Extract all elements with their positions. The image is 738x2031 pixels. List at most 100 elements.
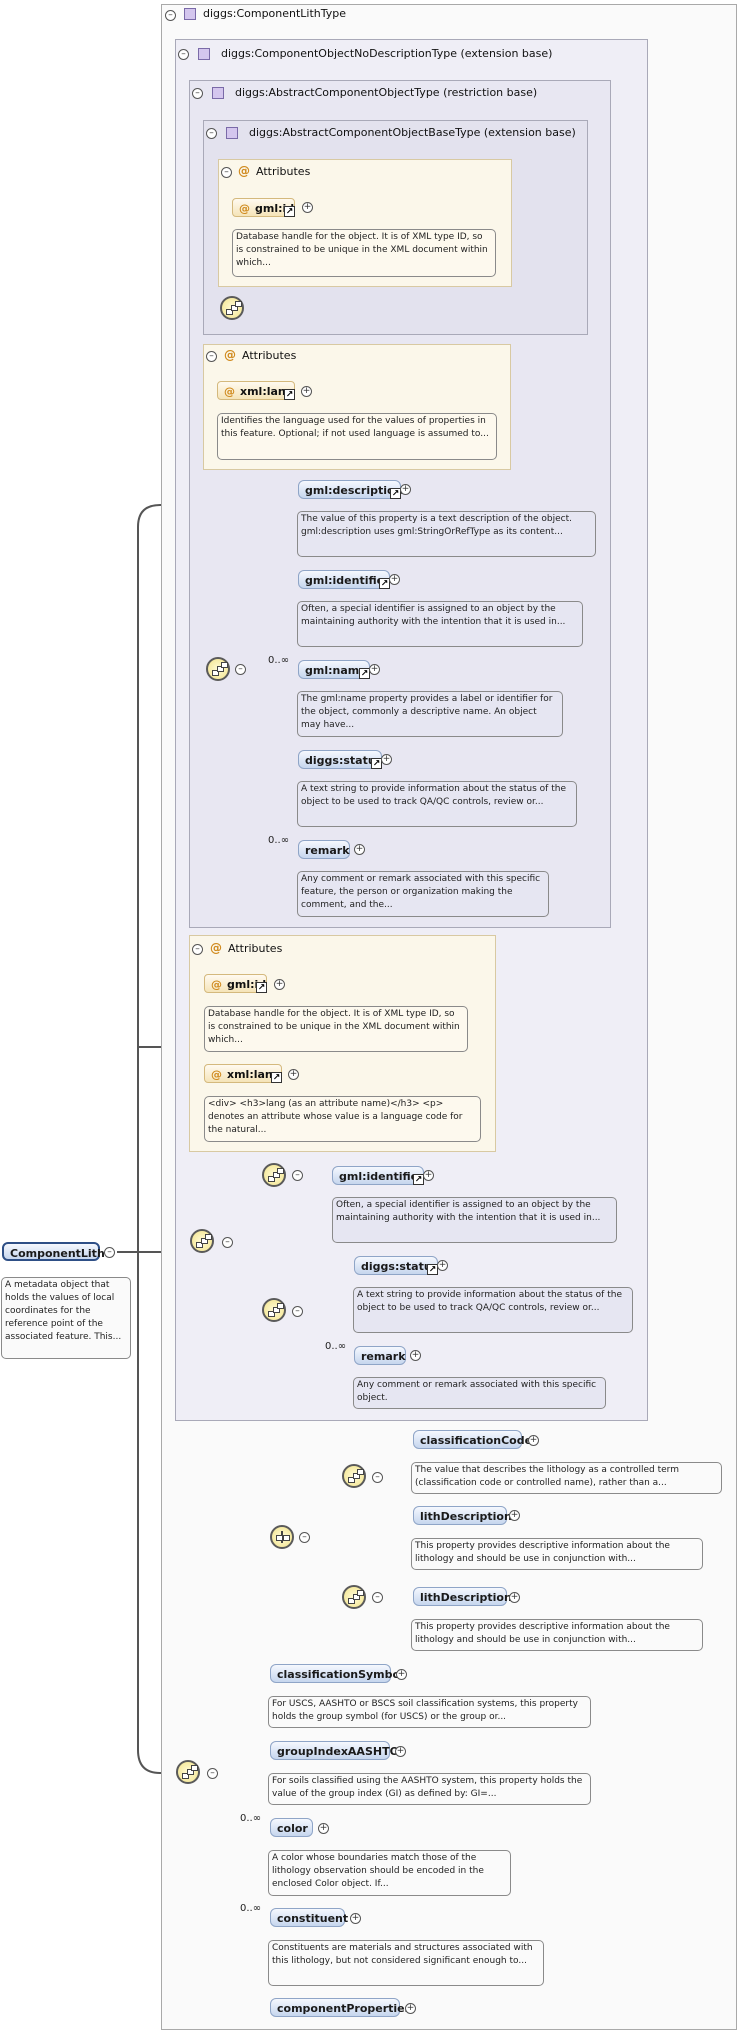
collapse-attributes-icon[interactable]: – — [206, 351, 217, 362]
sequence-compositor-icon[interactable] — [262, 1163, 286, 1187]
expand-icon[interactable]: + — [509, 1510, 520, 1521]
expand-icon[interactable]: + — [389, 574, 400, 585]
expand-icon[interactable]: + — [528, 1435, 539, 1446]
base-type-title: diggs:AbstractComponentObjectBaseType (e… — [249, 126, 576, 139]
element-diggs-status[interactable]: diggs:status ↗ — [298, 750, 382, 769]
attribute-description: <div> <h3>lang (as an attribute name)</h… — [204, 1096, 481, 1142]
collapse-restriction-icon[interactable]: – — [192, 88, 203, 99]
root-element-componentlith[interactable]: ComponentLith — [2, 1242, 105, 1261]
collapse-attributes-icon[interactable]: – — [192, 944, 203, 955]
element-lithdescription[interactable]: lithDescription — [413, 1587, 512, 1606]
element-componentproperties[interactable]: componentProperties — [270, 1998, 411, 2017]
expand-icon[interactable]: + — [350, 1913, 361, 1924]
complex-type-icon — [226, 127, 238, 139]
sequence-compositor-icon[interactable] — [206, 657, 230, 681]
collapse-type-icon[interactable]: – — [165, 10, 176, 21]
expand-icon[interactable]: + — [381, 754, 392, 765]
complex-type-icon — [184, 8, 196, 20]
expand-icon[interactable]: + — [302, 202, 313, 213]
element-label: gml:identifier — [339, 1170, 424, 1183]
element-label: constituent — [277, 1912, 349, 1925]
element-description: For USCS, AASHTO or BSCS soil classifica… — [268, 1696, 591, 1728]
expand-icon[interactable]: + — [423, 1170, 434, 1181]
attribute-gml-id[interactable]: @gml:id ↗ — [204, 974, 267, 993]
element-label: classificationSymbol — [277, 1668, 404, 1681]
collapse-sequence-icon[interactable]: – — [372, 1592, 383, 1603]
element-description: A color whose boundaries match those of … — [268, 1850, 511, 1896]
attribute-icon: @ — [238, 164, 250, 178]
element-remark[interactable]: remark — [354, 1346, 406, 1365]
collapse-sequence-icon[interactable]: – — [207, 1768, 218, 1779]
sequence-compositor-icon[interactable] — [262, 1298, 286, 1322]
element-description: A text string to provide information abo… — [353, 1287, 633, 1333]
expand-icon[interactable]: + — [288, 1069, 299, 1080]
sequence-compositor-icon[interactable] — [342, 1585, 366, 1609]
sequence-compositor-icon[interactable] — [190, 1229, 214, 1253]
element-remark[interactable]: remark — [298, 840, 350, 859]
expand-icon[interactable]: + — [509, 1592, 520, 1603]
element-classificationcode[interactable]: classificationCode — [413, 1430, 532, 1449]
reference-arrow-icon: ↗ — [284, 389, 295, 400]
element-constituent[interactable]: constituent — [270, 1908, 349, 1927]
element-gml-description[interactable]: gml:description ↗ — [298, 480, 402, 499]
sequence-compositor-icon[interactable] — [176, 1760, 200, 1784]
element-description: A text string to provide information abo… — [297, 781, 577, 827]
collapse-sequence-icon[interactable]: – — [235, 664, 246, 675]
restriction-type-title: diggs:AbstractComponentObjectType (restr… — [235, 86, 538, 99]
element-diggs-status[interactable]: diggs:status ↗ — [354, 1256, 438, 1275]
element-label: classificationCode — [420, 1434, 533, 1447]
reference-arrow-icon: ↗ — [427, 1264, 438, 1275]
cardinality-label: 0..∞ — [268, 835, 290, 846]
reference-arrow-icon: ↗ — [413, 1174, 424, 1185]
element-description: Constituents are materials and structure… — [268, 1940, 544, 1986]
sequence-compositor-icon[interactable] — [220, 296, 244, 320]
collapse-sequence-icon[interactable]: – — [292, 1170, 303, 1181]
attributes-heading: Attributes — [256, 165, 311, 178]
collapse-base-icon[interactable]: – — [206, 128, 217, 139]
extension-type-title: diggs:ComponentObjectNoDescriptionType (… — [221, 47, 553, 60]
expand-icon[interactable]: + — [396, 1669, 407, 1680]
collapse-sequence-icon[interactable]: – — [372, 1472, 383, 1483]
reference-arrow-icon: ↗ — [256, 982, 267, 993]
attribute-xml-lang[interactable]: @xml:lang ↗ — [217, 381, 295, 400]
element-description: For soils classified using the AASHTO sy… — [268, 1773, 591, 1805]
element-groupindexaashto[interactable]: groupIndexAASHTO — [270, 1741, 399, 1760]
expand-icon[interactable]: + — [369, 664, 380, 675]
attribute-xml-lang[interactable]: @xml:lang ↗ — [204, 1064, 282, 1083]
reference-arrow-icon: ↗ — [371, 758, 382, 769]
element-label: componentProperties — [277, 2002, 412, 2015]
reference-arrow-icon: ↗ — [379, 578, 390, 589]
expand-icon[interactable]: + — [400, 484, 411, 495]
sequence-compositor-icon[interactable] — [342, 1464, 366, 1488]
collapse-root-icon[interactable]: – — [104, 1247, 115, 1258]
expand-icon[interactable]: + — [301, 386, 312, 397]
cardinality-label: 0..∞ — [240, 1813, 262, 1824]
attribute-label: xml:lang — [227, 1068, 281, 1081]
element-gml-identifier[interactable]: gml:identifier ↗ — [332, 1166, 424, 1185]
collapse-sequence-icon[interactable]: – — [222, 1237, 233, 1248]
collapse-attributes-icon[interactable]: – — [221, 167, 232, 178]
element-gml-identifier[interactable]: gml:identifier ↗ — [298, 570, 390, 589]
attributes-heading: Attributes — [228, 942, 283, 955]
expand-icon[interactable]: + — [354, 844, 365, 855]
element-classificationsymbol[interactable]: classificationSymbol — [270, 1664, 404, 1683]
element-lithdescription[interactable]: lithDescription — [413, 1506, 512, 1525]
choice-compositor-icon[interactable] — [270, 1525, 294, 1549]
collapse-choice-icon[interactable]: – — [299, 1532, 310, 1543]
collapse-sequence-icon[interactable]: – — [292, 1306, 303, 1317]
expand-icon[interactable]: + — [410, 1350, 421, 1361]
expand-icon[interactable]: + — [437, 1260, 448, 1271]
expand-icon[interactable]: + — [405, 2003, 416, 2014]
element-description: Often, a special identifier is assigned … — [297, 601, 583, 647]
expand-icon[interactable]: + — [318, 1823, 329, 1834]
collapse-extension-icon[interactable]: – — [178, 49, 189, 60]
expand-icon[interactable]: + — [395, 1746, 406, 1757]
element-gml-name[interactable]: gml:name ↗ — [298, 660, 370, 679]
complex-type-icon — [198, 48, 210, 60]
element-color[interactable]: color — [270, 1818, 313, 1837]
attribute-gml-id[interactable]: @gml:id ↗ — [232, 198, 295, 217]
expand-icon[interactable]: + — [274, 979, 285, 990]
element-label: gml:name — [305, 664, 367, 677]
element-description: This property provides descriptive infor… — [411, 1538, 703, 1570]
element-description: The value that describes the lithology a… — [411, 1462, 722, 1494]
